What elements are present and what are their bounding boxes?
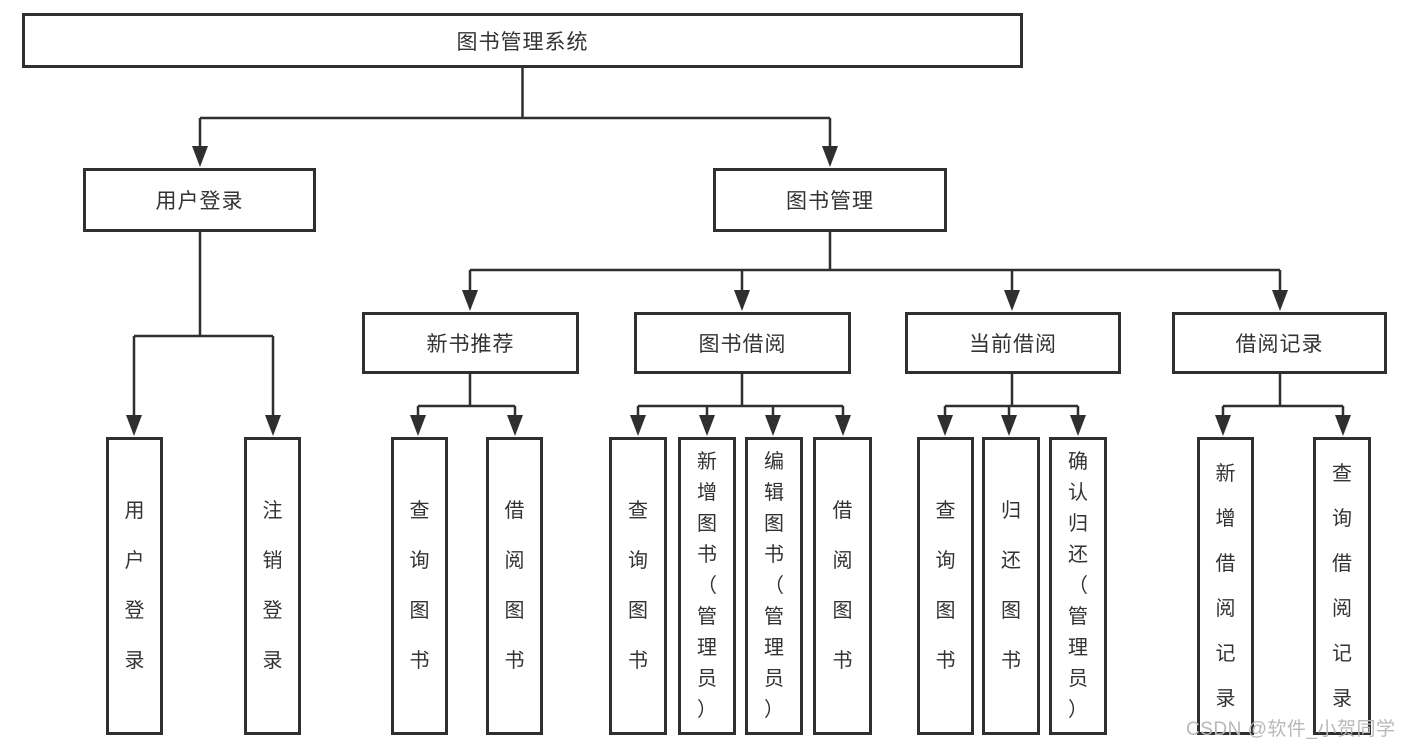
leaf-add-borrow-record: 新增借阅记录 [1197,437,1254,735]
leaf-query-books-recommend: 查询图书 [391,437,448,735]
leaf-borrow-books-borrowing: 借阅图书 [813,437,872,735]
node-book-management-label: 图书管理 [786,190,874,213]
node-book-borrowing-label: 图书借阅 [698,333,787,356]
node-user-login-label: 用户登录 [155,190,244,213]
node-current-borrowing: 当前借阅 [905,312,1121,374]
leaf-add-borrow-record-label: 新增借阅记录 [1215,462,1236,710]
node-borrowing-records: 借阅记录 [1172,312,1387,374]
leaf-user-login: 用户登录 [106,437,163,735]
leaf-query-books-current-label: 查询图书 [935,500,956,672]
node-new-book-recommend: 新书推荐 [362,312,579,374]
node-book-borrowing: 图书借阅 [634,312,851,374]
leaf-query-books-current: 查询图书 [917,437,974,735]
leaf-confirm-return-admin-label: 确认归还（管理员） [1068,451,1088,721]
node-user-login: 用户登录 [83,168,316,232]
leaf-logout: 注销登录 [244,437,301,735]
leaf-return-books-label: 归还图书 [1001,500,1021,672]
leaf-query-books-borrowing: 查询图书 [609,437,667,735]
arrowheads [126,146,1351,436]
leaf-return-books: 归还图书 [982,437,1040,735]
leaf-query-books-recommend-label: 查询图书 [409,500,430,672]
node-borrowing-records-label: 借阅记录 [1235,333,1324,356]
leaf-add-book-admin: 新增图书（管理员） [678,437,736,735]
watermark-text: CSDN @软件_小贺同学 [1186,719,1396,740]
leaf-borrow-books-recommend-label: 借阅图书 [504,500,525,672]
leaf-borrow-books-recommend: 借阅图书 [486,437,543,735]
leaf-logout-label: 注销登录 [262,500,283,672]
node-new-book-recommend-label: 新书推荐 [426,333,515,356]
root-node-label: 图书管理系统 [456,30,589,54]
leaf-query-books-borrowing-label: 查询图书 [628,500,648,672]
connector-stems [132,68,1345,420]
leaf-add-book-admin-label: 新增图书（管理员） [697,451,717,721]
leaf-query-borrow-record: 查询借阅记录 [1313,437,1371,735]
leaf-edit-book-admin-label: 编辑图书（管理员） [764,451,784,721]
node-book-management: 图书管理 [713,168,947,232]
leaf-query-borrow-record-label: 查询借阅记录 [1332,462,1352,710]
node-current-borrowing-label: 当前借阅 [969,333,1057,356]
leaf-edit-book-admin: 编辑图书（管理员） [745,437,803,735]
leaf-confirm-return-admin: 确认归还（管理员） [1049,437,1107,735]
root-node-library-system: 图书管理系统 [22,13,1023,68]
leaf-borrow-books-borrowing-label: 借阅图书 [832,500,853,672]
leaf-user-login-label: 用户登录 [124,500,145,672]
